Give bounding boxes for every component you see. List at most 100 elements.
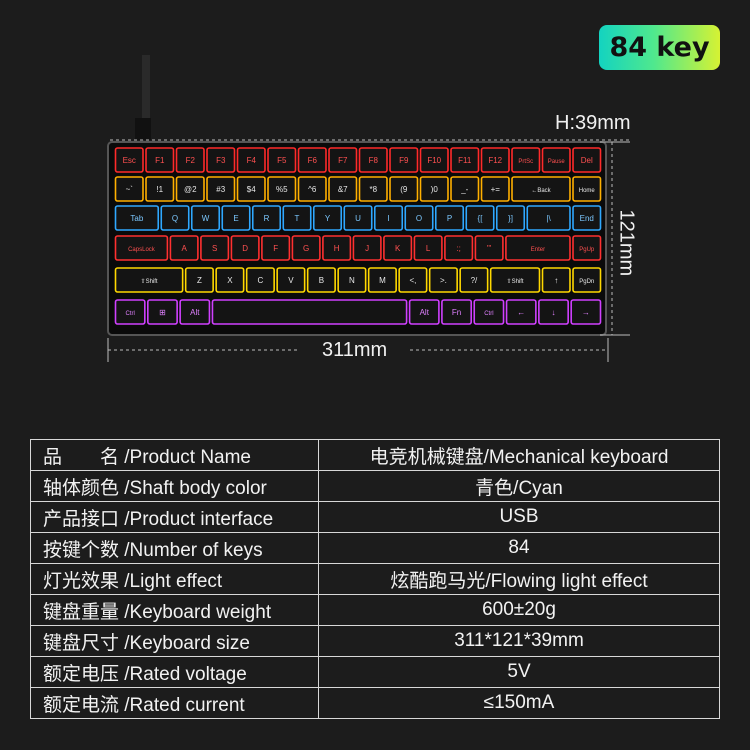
- key-label: U: [355, 214, 361, 223]
- key-label: %5: [276, 185, 288, 194]
- key-cap: [480, 147, 510, 173]
- key-cap: [206, 176, 236, 202]
- key-cap: [312, 205, 343, 231]
- key-cap: [398, 267, 428, 293]
- key-label: E: [233, 214, 238, 223]
- key-label: >.: [440, 276, 447, 285]
- key-cap: [145, 147, 175, 173]
- key-cap: [114, 205, 160, 231]
- key-cap: [572, 205, 602, 231]
- key-cap: [291, 235, 321, 261]
- cable-plug: [135, 118, 151, 140]
- key-label: End: [580, 214, 594, 223]
- key-cap: [465, 205, 495, 231]
- key-cap: [267, 176, 297, 202]
- spec-row: 额定电流 /Rated current≤150mA: [30, 687, 720, 719]
- spec-value: 青色/Cyan: [318, 470, 720, 502]
- key-label: F7: [338, 156, 348, 165]
- key-cap: [358, 147, 388, 173]
- key-cap: [145, 176, 175, 202]
- key-label: ⇧Shift: [141, 278, 158, 285]
- key-cap: [572, 267, 602, 293]
- key-label: PrtSc: [518, 159, 533, 165]
- key-label: {[: [478, 214, 484, 223]
- key-label: ⇧Shift: [507, 278, 524, 285]
- key-cap: [511, 176, 571, 202]
- key-label: ↓: [552, 308, 556, 317]
- key-cap: [541, 267, 571, 293]
- key-cap: [245, 267, 275, 293]
- key-count-badge: 84 key: [599, 25, 720, 70]
- key-cap: [297, 176, 327, 202]
- key-cap: [179, 299, 211, 325]
- spec-label: 键盘尺寸 /Keyboard size: [30, 625, 319, 657]
- key-cap: [572, 176, 602, 202]
- key-label: O: [416, 214, 422, 223]
- key-label: Tab: [130, 214, 143, 223]
- key-label: F: [273, 244, 278, 253]
- depth-label: 121mm: [615, 209, 638, 277]
- key-cap: [373, 205, 404, 231]
- key-label: Esc: [123, 156, 136, 165]
- key-label: J: [365, 244, 369, 253]
- key-cap: [389, 176, 419, 202]
- key-cap: [489, 267, 541, 293]
- key-label: B: [319, 276, 324, 285]
- key-label: ⊞: [159, 308, 166, 317]
- key-label: @2: [184, 185, 197, 194]
- key-cap: [419, 147, 449, 173]
- key-cap: [570, 299, 602, 325]
- key-label: Ctrl: [125, 311, 134, 317]
- key-label: N: [349, 276, 355, 285]
- key-cap: [383, 235, 413, 261]
- key-cap: [328, 176, 358, 202]
- key-label: !1: [156, 185, 163, 194]
- key-label: R: [264, 214, 270, 223]
- key-label: ←: [517, 308, 525, 317]
- key-cap: [114, 147, 144, 173]
- key-cap: [306, 267, 336, 293]
- spec-label: 轴体颜色 /Shaft body color: [30, 470, 319, 502]
- key-cap: [441, 299, 473, 325]
- spec-label: 额定电压 /Rated voltage: [30, 656, 319, 688]
- width-label: 311mm: [322, 339, 388, 361]
- key-label: &7: [338, 185, 348, 194]
- key-cap: [352, 235, 382, 261]
- key-cap: [276, 267, 306, 293]
- key-label: Alt: [190, 308, 200, 317]
- key-cap: [114, 235, 169, 261]
- key-cap: [434, 205, 465, 231]
- key-label: K: [395, 244, 401, 253]
- key-label: ←Back: [531, 188, 551, 194]
- key-label: T: [295, 214, 300, 223]
- key-label: Q: [172, 214, 178, 223]
- key-label: |\: [546, 214, 551, 223]
- key-cap: [169, 235, 199, 261]
- key-cap: [322, 235, 352, 261]
- key-label: _-: [460, 185, 468, 194]
- key-label: Pause: [548, 159, 566, 165]
- key-cap: [190, 205, 221, 231]
- key-label: W: [202, 214, 210, 223]
- key-label: A: [181, 244, 187, 253]
- spec-value: 600±20g: [318, 594, 720, 626]
- spec-value: 311*121*39mm: [318, 625, 720, 657]
- key-label: L: [426, 244, 431, 253]
- key-label: Z: [197, 276, 202, 285]
- key-cap: [526, 205, 571, 231]
- key-label: G: [303, 244, 309, 253]
- key-cap: [450, 147, 480, 173]
- key-label: Home: [579, 188, 596, 194]
- key-cap: [206, 147, 236, 173]
- key-label: F12: [488, 156, 502, 165]
- key-cap: [389, 147, 419, 173]
- spec-value: 5V: [318, 656, 720, 688]
- key-cap: [444, 235, 474, 261]
- key-label: H: [334, 244, 340, 253]
- key-cap: [505, 235, 571, 261]
- key-cap: [147, 299, 178, 325]
- spec-label: 灯光效果 /Light effect: [30, 563, 319, 595]
